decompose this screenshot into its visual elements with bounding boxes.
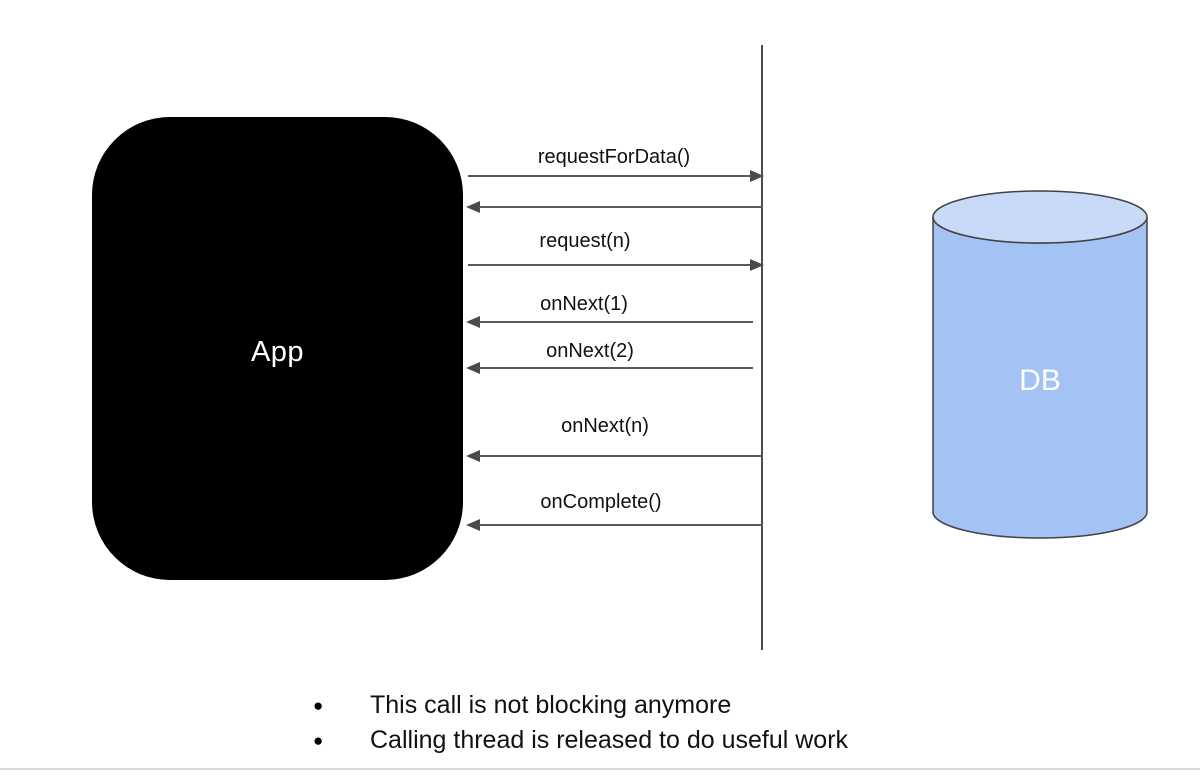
arrowhead-left-icon bbox=[466, 450, 480, 462]
message-label-on-next-1: onNext(1) bbox=[540, 293, 628, 315]
db-cylinder: DB bbox=[930, 188, 1150, 543]
message-arrow-on-next-n bbox=[466, 450, 763, 462]
arrow-shaft bbox=[479, 524, 763, 526]
list-item: ● Calling thread is released to do usefu… bbox=[313, 723, 848, 758]
db-cylinder-shape bbox=[932, 190, 1148, 539]
notes-list: ● This call is not blocking anymore ● Ca… bbox=[313, 688, 848, 758]
message-arrow-request-for-data bbox=[468, 170, 764, 182]
arrowhead-right-icon bbox=[750, 170, 764, 182]
note-text: Calling thread is released to do useful … bbox=[370, 726, 849, 754]
db-label: DB bbox=[1019, 364, 1061, 397]
arrow-shaft bbox=[479, 455, 763, 457]
arrowhead-left-icon bbox=[466, 362, 480, 374]
arrow-shaft bbox=[479, 321, 753, 323]
message-label-request-n: request(n) bbox=[539, 230, 631, 252]
message-label-on-complete: onComplete() bbox=[540, 491, 662, 513]
message-arrow-return bbox=[466, 201, 763, 213]
arrowhead-left-icon bbox=[466, 316, 480, 328]
arrowhead-right-icon bbox=[750, 259, 764, 271]
bottom-divider bbox=[0, 768, 1200, 770]
list-item: ● This call is not blocking anymore bbox=[313, 688, 848, 723]
message-arrow-on-next-2 bbox=[466, 362, 753, 374]
arrowhead-left-icon bbox=[466, 201, 480, 213]
arrow-shaft bbox=[468, 264, 751, 266]
app-label: App bbox=[250, 336, 305, 368]
message-arrow-on-next-1 bbox=[466, 316, 753, 328]
message-label-on-next-2: onNext(2) bbox=[546, 340, 634, 362]
message-label-on-next-n: onNext(n) bbox=[561, 415, 649, 437]
bullet-icon: ● bbox=[313, 696, 324, 715]
arrow-shaft bbox=[479, 367, 753, 369]
arrowhead-left-icon bbox=[466, 519, 480, 531]
message-arrow-request-n bbox=[468, 259, 764, 271]
note-text: This call is not blocking anymore bbox=[370, 691, 732, 719]
db-lifeline bbox=[761, 45, 763, 650]
arrow-shaft bbox=[479, 206, 763, 208]
arrow-shaft bbox=[468, 175, 751, 177]
message-label-request-for-data: requestForData() bbox=[537, 146, 691, 168]
bullet-icon: ● bbox=[313, 731, 324, 750]
message-arrow-on-complete bbox=[466, 519, 763, 531]
app-box: App bbox=[92, 117, 463, 580]
